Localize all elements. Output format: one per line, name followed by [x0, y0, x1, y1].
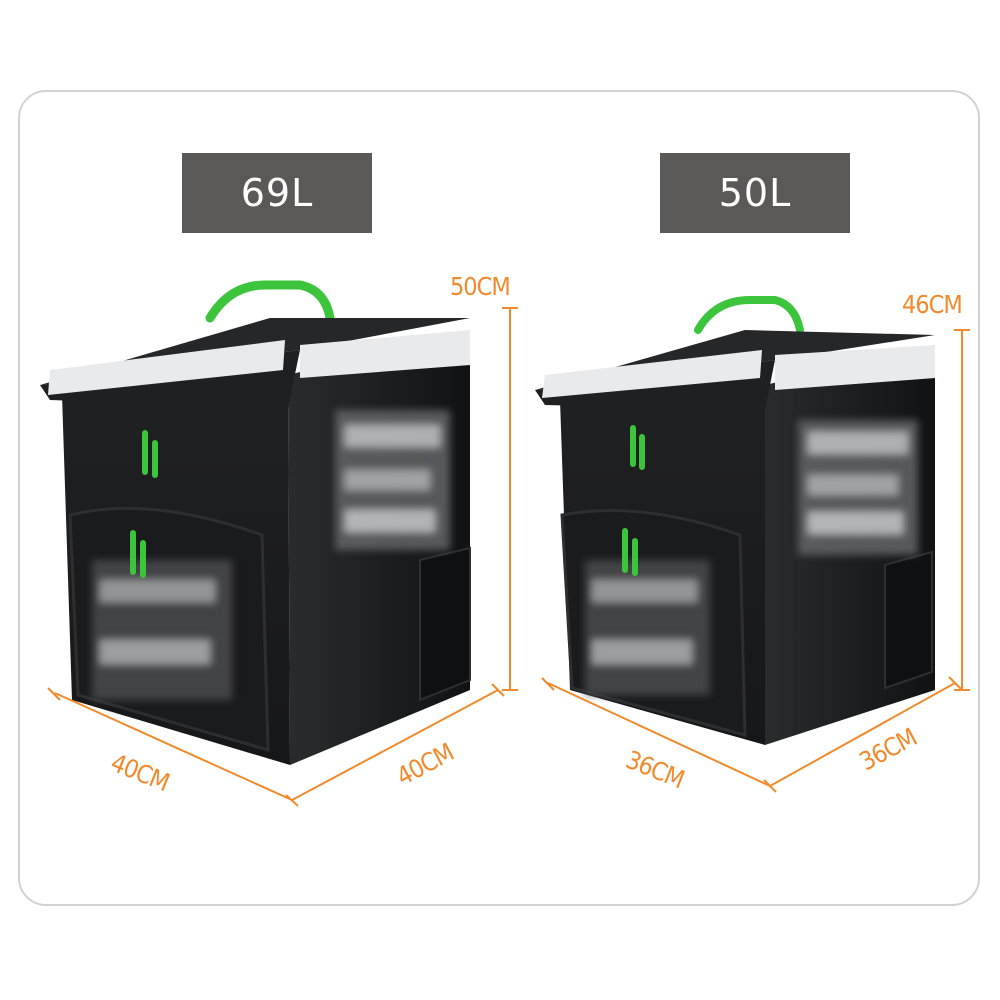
capacity-label-small: 50L	[660, 153, 850, 233]
dimension-lines	[47, 307, 970, 807]
height-label-large: 50CM	[450, 272, 511, 301]
large-delivery-bag	[40, 280, 471, 765]
small-delivery-bag	[535, 296, 935, 745]
capacity-label-large: 69L	[182, 153, 372, 233]
handle-icon	[694, 296, 804, 334]
zipper-pull-icon	[130, 430, 158, 578]
zipper-pull-icon	[622, 425, 645, 576]
height-label-small: 46CM	[902, 290, 963, 319]
handle-icon	[205, 280, 335, 323]
